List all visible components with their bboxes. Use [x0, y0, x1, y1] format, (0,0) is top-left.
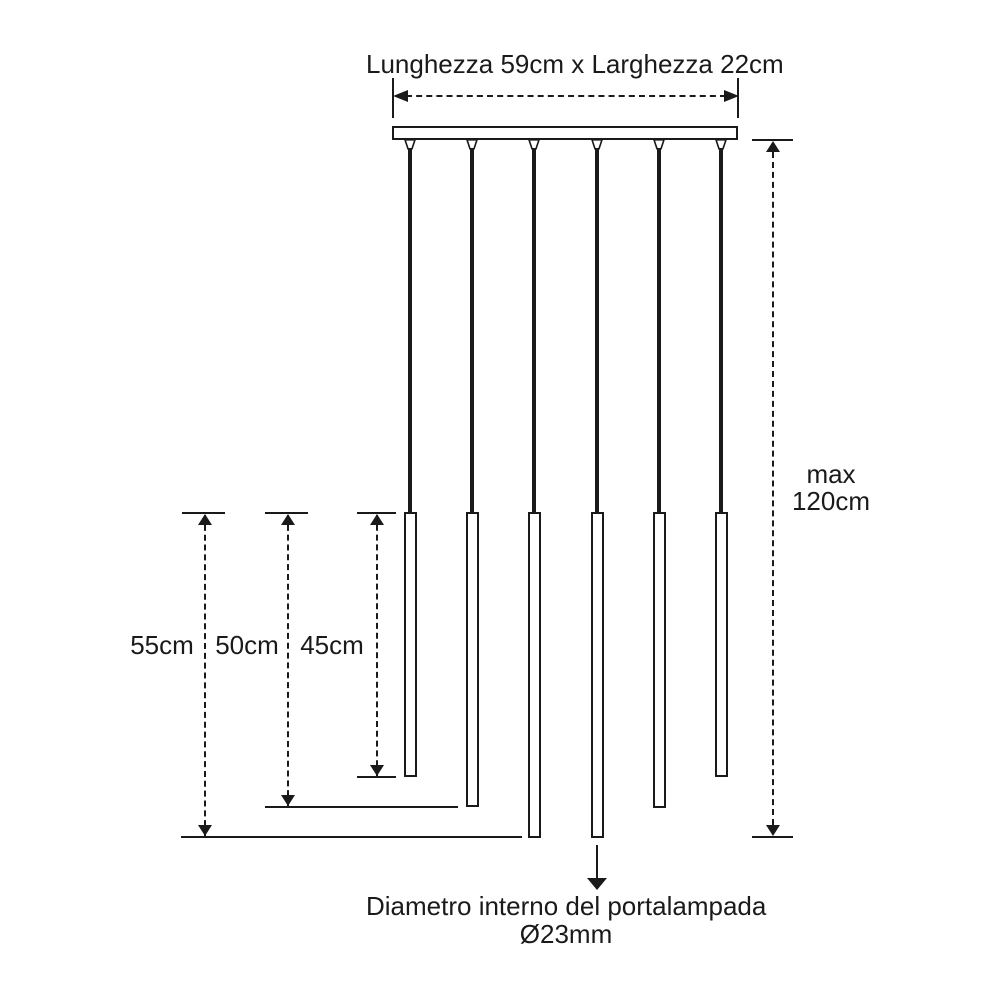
pendant-tube — [591, 512, 604, 838]
top-dimension-label: Lunghezza 59cm x Larghezza 22cm — [366, 49, 784, 79]
arrowhead-down-icon — [766, 825, 780, 836]
arrowhead-down-icon — [198, 825, 212, 836]
dimension-label-max: max 120cm — [790, 461, 872, 515]
cable-grip-icon — [527, 139, 541, 150]
dimension-line — [204, 515, 206, 836]
arrowhead-down-icon — [281, 795, 295, 806]
cable-grip-icon — [714, 139, 728, 150]
tick-line — [265, 512, 308, 514]
pendant-cable — [657, 148, 661, 512]
pointer-line — [596, 845, 598, 879]
max-value-text: 120cm — [791, 486, 871, 516]
pendant-cable — [532, 148, 536, 512]
dimension-label-55cm: 55cm — [130, 630, 194, 660]
cable-grip-icon — [652, 139, 666, 150]
cable-grip-icon — [403, 139, 417, 150]
pendant-cable — [595, 148, 599, 512]
top-dimension-line — [406, 95, 726, 97]
reference-line — [181, 836, 522, 838]
cable-grip-icon — [590, 139, 604, 150]
tick-line — [357, 512, 396, 514]
annotation-line1: Diametro interno del portalampada — [366, 891, 767, 921]
dimension-label-45cm: 45cm — [300, 630, 364, 660]
pendant-cable — [470, 148, 474, 512]
arrowhead-right-icon — [724, 90, 739, 102]
cable-grip-icon — [465, 139, 479, 150]
pendant-tube — [653, 512, 666, 808]
reference-line — [265, 806, 458, 808]
annotation-line2: Ø23mm — [519, 919, 613, 949]
arrowhead-down-icon — [587, 878, 607, 890]
pendant-cable — [408, 148, 412, 512]
arrowhead-left-icon — [393, 90, 408, 102]
pendant-tube — [528, 512, 541, 838]
arrowhead-down-icon — [370, 765, 384, 776]
ceiling-canopy-bar — [392, 126, 738, 140]
dimension-label-50cm: 50cm — [215, 630, 279, 660]
pendant-tube — [466, 512, 479, 807]
pendant-tube — [715, 512, 728, 777]
tick-line — [182, 512, 225, 514]
pendant-tube — [404, 512, 417, 777]
dimension-line — [772, 152, 774, 825]
dimension-line — [287, 515, 289, 806]
pendant-cable — [719, 148, 723, 512]
tick-line-top — [752, 139, 793, 141]
dimension-line — [376, 515, 378, 776]
reference-line — [357, 776, 396, 778]
tick-line-bottom — [752, 836, 793, 838]
arrowhead-up-icon — [766, 141, 780, 152]
max-text: max — [806, 459, 856, 489]
